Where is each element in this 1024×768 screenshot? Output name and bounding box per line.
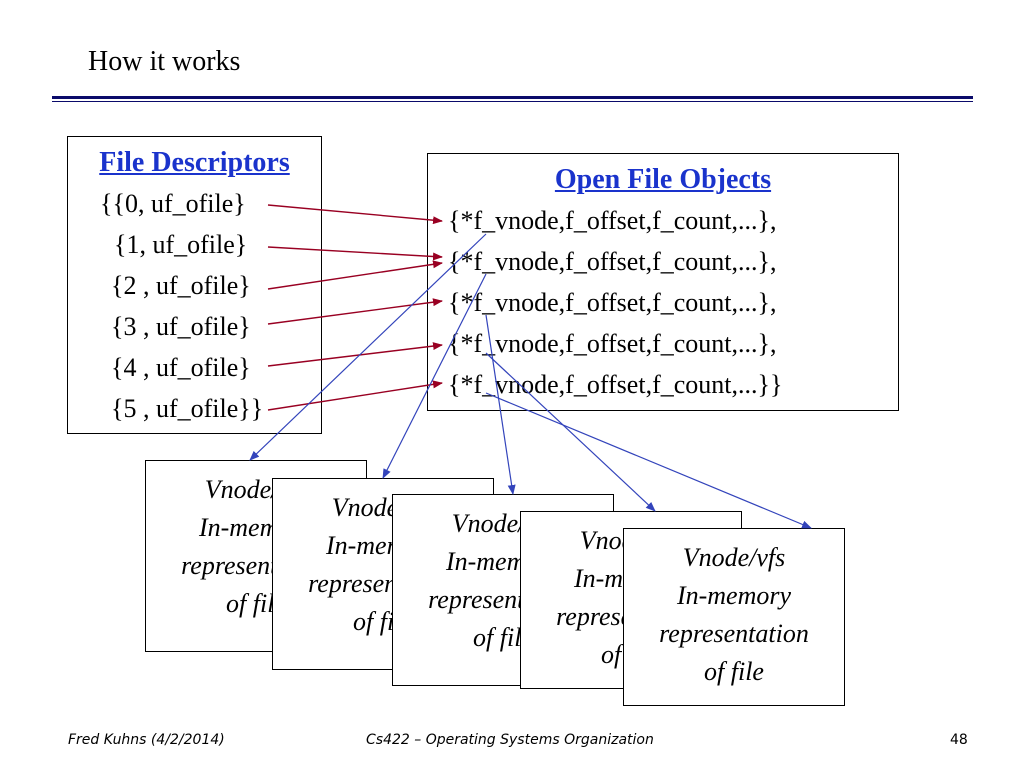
footer-course: Cs422 – Operating Systems Organization bbox=[366, 732, 654, 748]
open-file-objects-heading: Open File Objects bbox=[554, 164, 772, 195]
open-file-objects-box: Open File Objects {*f_vnode,f_offset,f_c… bbox=[427, 153, 899, 411]
ofo-entry-4: {*f_vnode,f_offset,f_count,...}} bbox=[448, 370, 783, 399]
vnode-card-5: Vnode/vfs In-memory representation of fi… bbox=[623, 528, 845, 706]
vnode-line-4: of file bbox=[704, 657, 764, 686]
vnode-line-2: In-memory bbox=[676, 581, 792, 610]
fd-entry-5: {5 , uf_ofile}} bbox=[111, 394, 264, 423]
fd-entry-2: {2 , uf_ofile} bbox=[111, 271, 251, 300]
footer-page-number: 48 bbox=[950, 732, 968, 748]
file-descriptors-heading: File Descriptors bbox=[99, 147, 290, 178]
ofo-entry-3: {*f_vnode,f_offset,f_count,...}, bbox=[448, 329, 777, 358]
ofo-entry-0: {*f_vnode,f_offset,f_count,...}, bbox=[448, 206, 777, 235]
fd-entry-4: {4 , uf_ofile} bbox=[111, 353, 251, 382]
fd-entry-0: {{0, uf_ofile} bbox=[100, 189, 246, 218]
file-descriptors-box: File Descriptors {{0, uf_ofile} {1, uf_o… bbox=[67, 136, 322, 434]
ofo-entry-1: {*f_vnode,f_offset,f_count,...}, bbox=[448, 247, 777, 276]
vnode-line-1: Vnode/vfs bbox=[682, 543, 786, 572]
fd-entry-1: {1, uf_ofile} bbox=[114, 230, 248, 259]
title-rule-thin bbox=[52, 101, 973, 102]
title-rule-thick bbox=[52, 96, 973, 99]
ofo-entry-2: {*f_vnode,f_offset,f_count,...}, bbox=[448, 288, 777, 317]
fd-entry-3: {3 , uf_ofile} bbox=[111, 312, 251, 341]
footer-author: Fred Kuhns (4/2/2014) bbox=[68, 732, 225, 748]
vnode-line-3: representation bbox=[659, 619, 809, 648]
slide-title: How it works bbox=[88, 46, 241, 77]
